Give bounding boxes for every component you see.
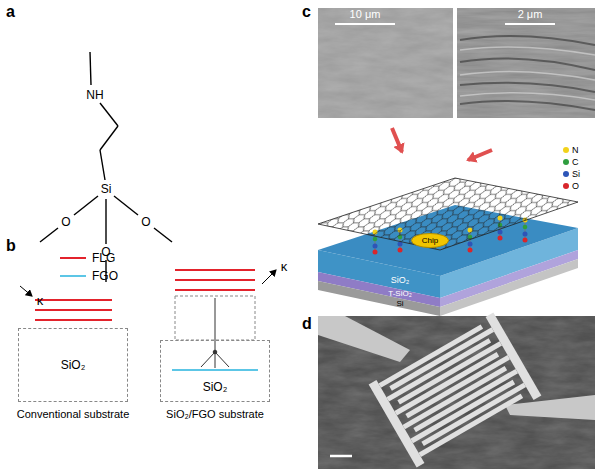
legend-text: FGO <box>92 270 118 282</box>
heat-arrow <box>392 128 402 152</box>
kappa-arrow <box>262 270 276 284</box>
graphene-layers <box>35 270 255 320</box>
scale-bar-label: 10 μm <box>350 9 381 20</box>
layer-label: T-SiO₂ <box>388 290 412 298</box>
node-text: SiO₂ <box>203 381 228 393</box>
legend-dot <box>563 159 569 165</box>
atom-label: O <box>141 216 150 228</box>
heat-arrow <box>468 150 492 160</box>
legend-dot <box>563 171 569 177</box>
layer-label: Si <box>396 300 403 308</box>
molecule-bonds <box>40 52 172 282</box>
panel-letter: d <box>302 316 312 332</box>
sem-image <box>318 8 595 118</box>
graphene-sheet <box>318 178 578 250</box>
legend-text: O <box>572 182 579 191</box>
node-text: Chip <box>422 237 438 245</box>
legend-line <box>60 257 86 259</box>
substrate-caption: Conventional substrate <box>17 409 130 420</box>
kappa-arrow <box>20 286 32 296</box>
substrate-caption: SiO₂/FGO substrate <box>166 409 264 420</box>
panel-letter: c <box>302 4 311 20</box>
legend-line <box>60 275 86 277</box>
atom-label: NH <box>86 89 103 101</box>
fgo-layer <box>172 369 258 371</box>
scale-bar-label: 2 μm <box>518 9 543 20</box>
linker-molecule <box>201 298 229 368</box>
legend-text: Si <box>572 170 580 179</box>
legend-dot <box>563 147 569 153</box>
node-text: SiO₂ <box>61 359 86 371</box>
substrate-box: SiO₂ <box>18 328 128 402</box>
legend-text: N <box>572 146 579 155</box>
layer-label: SiO₂ <box>391 276 410 285</box>
atom-label: O <box>61 216 70 228</box>
kappa-symbol: κ <box>37 294 44 307</box>
kappa-symbol: κ <box>281 260 288 273</box>
panel-letter: b <box>6 238 16 254</box>
substrate-box: SiO₂ <box>160 340 270 402</box>
legend-dot <box>563 183 569 189</box>
legend-text: C <box>572 158 579 167</box>
chip-ellipse: Chip <box>411 233 449 248</box>
panel-letter: a <box>6 4 15 20</box>
legend-text: FLG <box>92 252 115 264</box>
atom-label: Si <box>101 183 112 195</box>
sem-device-image <box>318 312 595 469</box>
